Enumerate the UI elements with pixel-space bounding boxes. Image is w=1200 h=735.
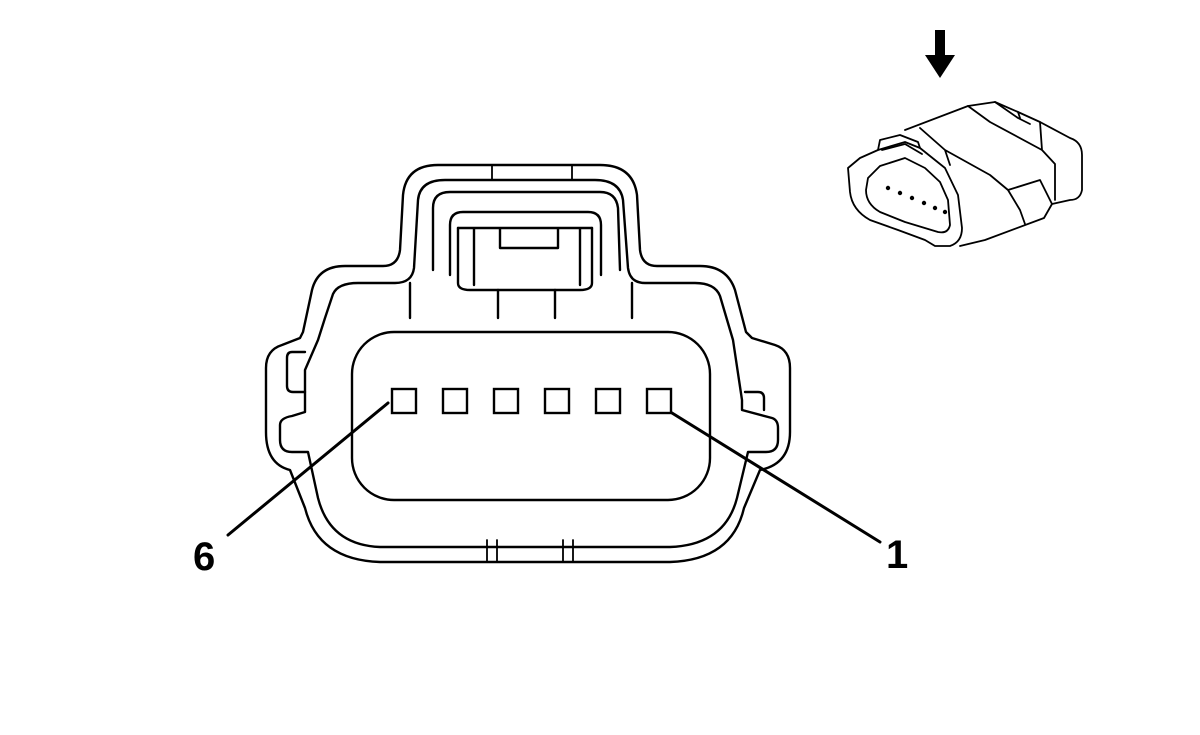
leader-line-pin-6 [226,401,390,537]
pin-label-6: 6 [193,535,215,579]
iso-rear-ridge [967,101,1056,201]
iso-pin-dot [885,185,891,191]
iso-front-face-outer [847,141,963,247]
iso-pin-dot [909,195,915,201]
latch-stem [496,288,557,320]
iso-pin-dot [942,209,948,215]
pin-row [390,387,673,415]
bottom-key-marks [486,539,574,563]
pin-cavity-3 [543,387,571,415]
iso-mid-body [919,127,1053,225]
pin-label-1: 1 [886,533,908,577]
iso-pin-dot [897,190,903,196]
left-side-notch [285,350,307,394]
leader-line-pin-1 [670,411,882,544]
arrow-down-icon [925,30,955,78]
iso-pin-dot [932,205,938,211]
pin-cavity-2 [594,387,622,415]
connector-isometric-view [847,101,1083,247]
housing-inner-outline [278,178,780,549]
pin-cavity-4 [492,387,520,415]
iso-rear-body [904,101,1083,247]
latch-inner-frame [448,210,603,277]
housing-outer-outline [264,163,792,564]
latch-lower-box [408,226,634,320]
iso-pin-dot [921,200,927,206]
pin-cavity-1 [645,387,673,415]
pin-cavity-6 [390,387,418,415]
iso-latch [877,134,923,155]
contact-cavity [350,330,712,502]
latch-tab [456,226,594,287]
right-side-notch [743,390,766,412]
top-edge-marks [491,164,573,181]
connector-face: 6 1 [193,163,908,579]
pin-cavity-5 [441,387,469,415]
latch-outer-frame [431,190,622,272]
iso-front-face-inner [865,157,951,234]
iso-pin-dots [885,185,948,215]
